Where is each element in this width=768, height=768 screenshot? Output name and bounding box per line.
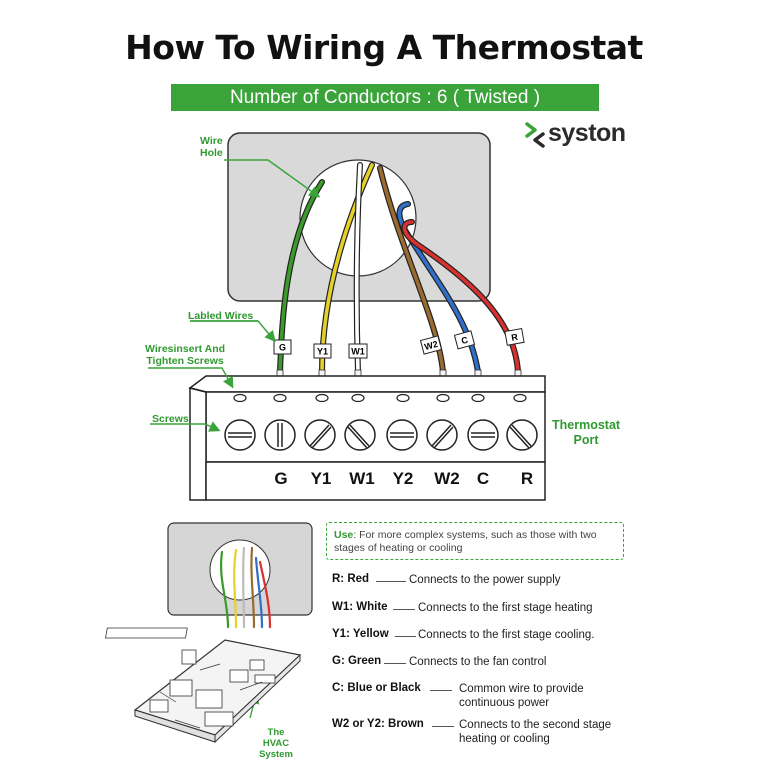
terminal-label: C	[476, 469, 490, 488]
screw-icon	[386, 419, 418, 451]
brand-name: syston	[548, 119, 626, 147]
terminal-label: W2	[434, 469, 460, 488]
screw-icon	[426, 419, 458, 451]
legend-desc: Connects to the first stage heating	[418, 602, 593, 614]
wire-tag: G	[279, 343, 286, 353]
legend-key: C: Blue or Black	[332, 682, 421, 694]
wire-tag: C	[460, 335, 469, 346]
screw-icon	[344, 419, 376, 451]
terminal-label: R	[520, 469, 534, 488]
terminal-label: Y2	[392, 469, 414, 488]
legend-desc: Connects to the fan control	[409, 656, 547, 668]
wire-tag: W2	[423, 339, 439, 352]
screws	[224, 419, 538, 451]
terminal-label: G	[274, 469, 288, 488]
screw-icon	[264, 419, 296, 451]
screw-icon	[506, 419, 538, 451]
screw-icon	[304, 419, 336, 451]
terminal-label: Y1	[310, 469, 332, 488]
legend-desc: Connects to the power supply	[409, 574, 561, 586]
legend-desc: Common wire to provide continuous power	[459, 683, 584, 709]
legend-dash	[376, 581, 406, 582]
terminal-holes	[233, 393, 527, 403]
wire-tag: Y1	[317, 347, 328, 357]
brand-logo-icon	[525, 122, 545, 148]
screw-icon	[467, 419, 499, 451]
screw-icon	[224, 419, 256, 451]
terminal-label: W1	[349, 469, 375, 488]
legend-key: Y1: Yellow	[332, 628, 389, 640]
labled-wires-label: Labled Wires	[188, 310, 254, 322]
legend-dash	[395, 636, 416, 637]
legend-dash	[384, 663, 406, 664]
legend-dash	[393, 609, 415, 610]
wire-tag: R	[511, 332, 520, 343]
legend-dash	[432, 726, 454, 727]
legend-key: G: Green	[332, 655, 382, 667]
wire-tag: W1	[351, 347, 365, 357]
conductors-banner: Number of Conductors : 6 ( Twisted )	[171, 84, 599, 111]
hvac-illustration	[105, 522, 313, 744]
legend-dash	[430, 690, 452, 691]
legend-key: W1: White	[332, 601, 388, 613]
legend-desc: Connects to the second stage heating or …	[459, 719, 612, 745]
use-text: Use: For more complex systems, such as t…	[334, 529, 597, 554]
screws-label: Screws	[152, 413, 189, 425]
legend-desc: Connects to the first stage cooling.	[418, 629, 595, 641]
wire-tags: G Y1 W1 W2 C R	[273, 327, 525, 359]
legend-key: R: Red	[332, 573, 370, 585]
legend-key: W2 or Y2: Brown	[332, 718, 424, 730]
use-box	[326, 522, 624, 560]
page-title: How To Wiring A Thermostat	[125, 28, 643, 67]
